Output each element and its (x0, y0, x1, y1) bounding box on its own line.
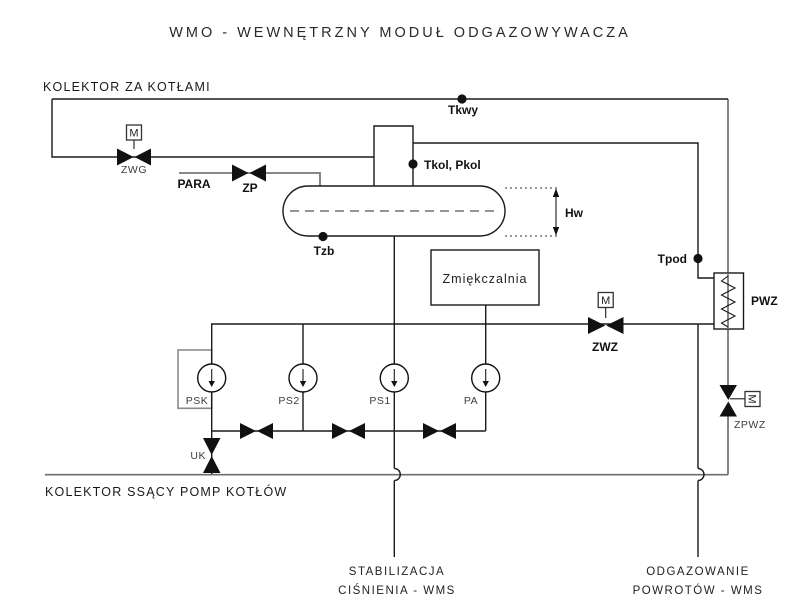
hw-label: Hw (565, 206, 584, 220)
top-collector-label: KOLEKTOR ZA KOTŁAMI (43, 80, 211, 94)
tkol-pkol-label: Tkol, Pkol (424, 158, 481, 172)
manifold-valve-icons (240, 423, 456, 439)
zp-valve-icon (232, 164, 266, 182)
uk-valve-icon (203, 438, 221, 473)
stabilization-label-line2: CIŚNIENIA - WMS (338, 584, 456, 597)
bottom-collector-label: KOLEKTOR SSĄCY POMP KOTŁÓW (45, 484, 287, 499)
softener-box (430, 249, 540, 306)
diagram-title: WMO - WEWNĘTRZNY MODUŁ ODGAZOWYWACZA (169, 25, 631, 41)
pump-ps1-label: PS1 (369, 395, 390, 407)
pump-pa-label: PA (464, 395, 478, 407)
pwz-label: PWZ (751, 294, 778, 308)
pipe-hop-left (394, 467, 401, 482)
zwz-valve-icon (588, 291, 624, 334)
tpod-label: Tpod (658, 252, 687, 266)
top-collector-pipe (51, 98, 728, 158)
degassing-label-line2: POWROTÓW - WMS (633, 584, 764, 597)
zwz-label: ZWZ (592, 340, 618, 354)
zwg-motor-label: M (129, 128, 138, 140)
zpwz-label: ZPWZ (734, 419, 766, 431)
tpod-sensor-dot (693, 253, 703, 264)
tkwy-label: Tkwy (448, 103, 478, 117)
hw-dimension (505, 187, 560, 237)
pump-ps1-icon (379, 363, 409, 393)
pump-psk-icon (196, 363, 227, 393)
tzb-label: Tzb (314, 244, 335, 258)
tzb-sensor-dot (318, 231, 328, 242)
tkol-pkol-sensor-dot (408, 159, 418, 169)
para-label: PARA (177, 177, 210, 191)
pump-ps2-label: PS2 (278, 395, 299, 407)
stabilization-label-line1: STABILIZACJA (349, 566, 445, 578)
pump-psk-label: PSK (186, 395, 209, 407)
tpod-pipe (413, 142, 714, 279)
uk-label: UK (190, 450, 206, 462)
degassing-label-line1: ODGAZOWANIE (646, 566, 750, 578)
zwg-valve-icon (117, 124, 151, 166)
steam-pipe (179, 172, 321, 186)
pump-pa-icon (471, 363, 501, 393)
pump-ps2-icon (288, 363, 318, 393)
zpwz-motor-label: M (746, 394, 758, 403)
pipe-hop-right (697, 467, 705, 482)
zwg-label: ZWG (121, 164, 147, 176)
zpwz-valve-icon (719, 385, 761, 417)
tkwy-sensor-dot (457, 94, 467, 104)
softener-label: Zmiękczalnia (443, 272, 528, 286)
zp-label: ZP (242, 181, 257, 195)
degasser-neck (373, 125, 414, 186)
pump-header-pipe (211, 323, 714, 364)
coil-icon (720, 275, 737, 328)
heat-exchanger-pwz (713, 272, 745, 330)
zwz-motor-label: M (601, 295, 610, 307)
